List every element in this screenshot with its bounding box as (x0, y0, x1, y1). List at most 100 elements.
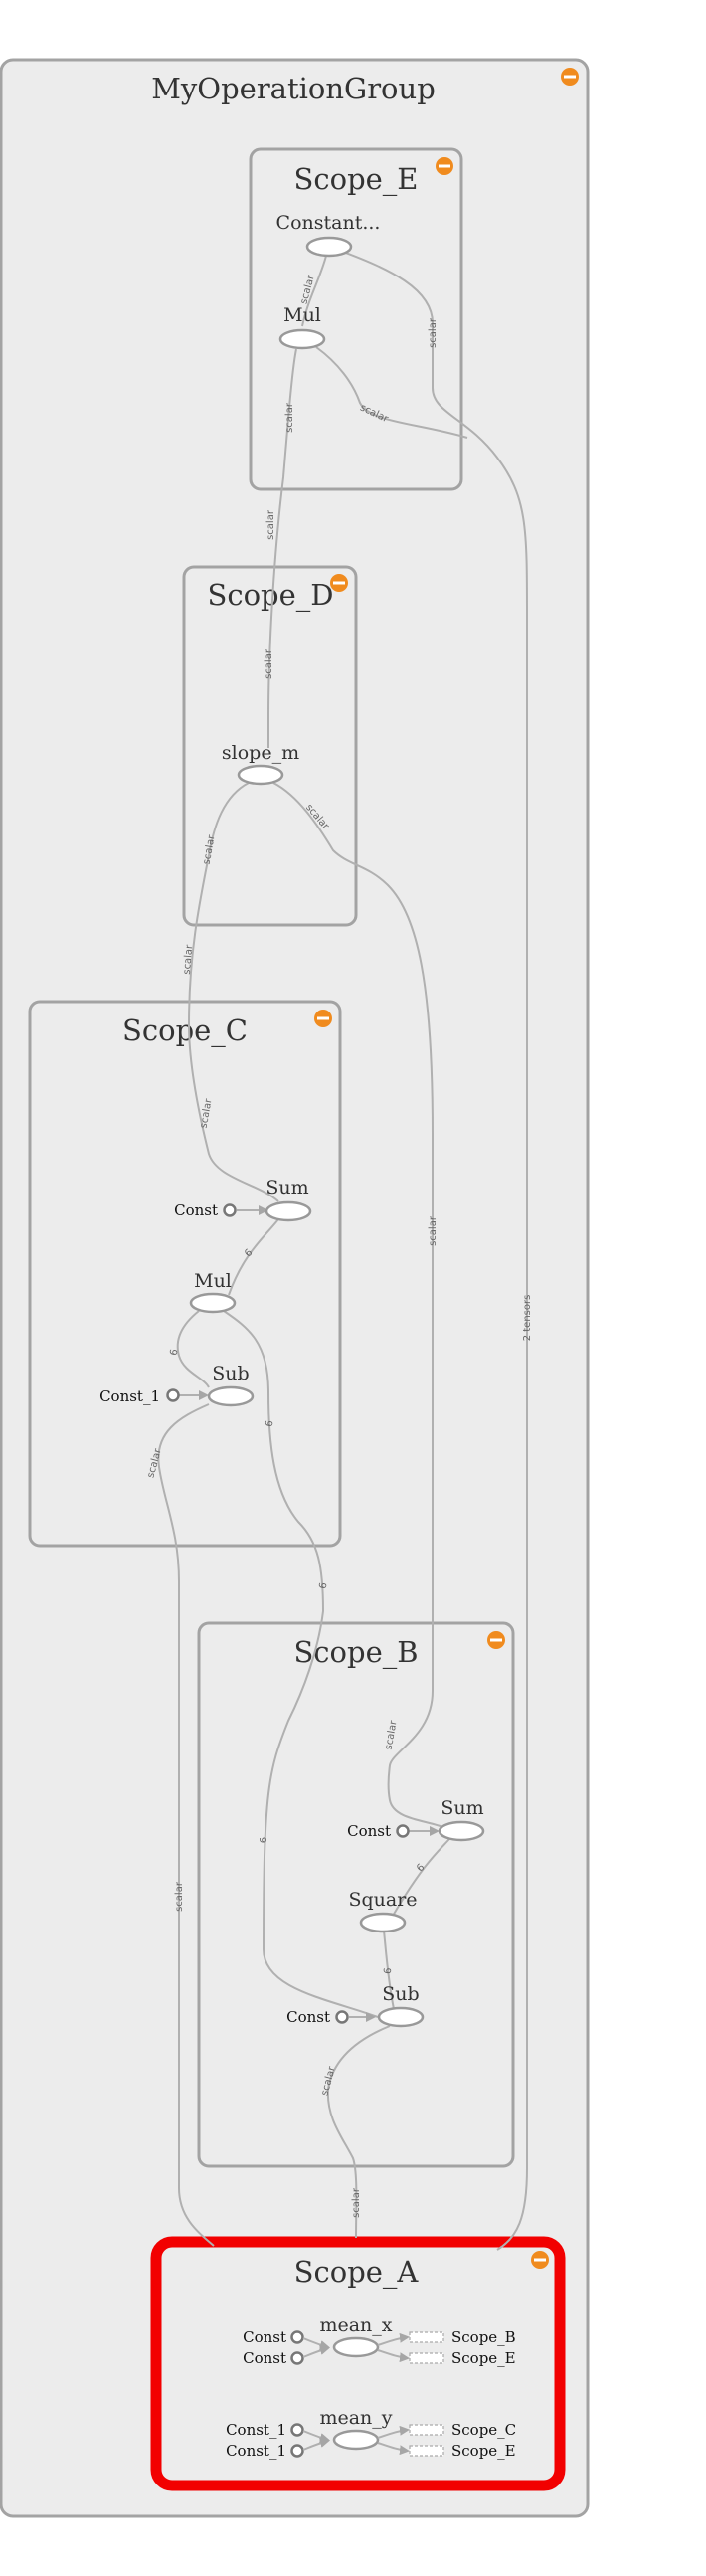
node-d-slope-label: slope_m (222, 742, 299, 764)
node-b-const-sum[interactable] (396, 1824, 410, 1838)
edge-label-two-tensors: 2 tensors (522, 1295, 533, 1342)
edge-a-y-out-1 (377, 2425, 410, 2439)
edge-a-x-in-2 (302, 2345, 330, 2358)
edge-b-sum-square (392, 1838, 450, 1917)
scope-e-collapse-icon[interactable] (436, 157, 453, 175)
edge-label-b-square-sub: 6 (383, 1967, 395, 1974)
scope-c-title: Scope_C (122, 1013, 248, 1048)
edge-label-d-b-2: scalar (428, 1215, 439, 1246)
node-a-const-x2[interactable] (290, 2351, 304, 2365)
node-a-ref-e2[interactable] (409, 2445, 444, 2457)
node-b-sum-label: Sum (441, 1797, 483, 1819)
node-b-sub-label: Sub (382, 1983, 419, 2005)
node-a-ref-c[interactable] (409, 2424, 444, 2436)
edge-c-mul-sub (176, 1310, 210, 1388)
edge-label-c-b-3: 6 (259, 1837, 269, 1843)
node-b-const-sub[interactable] (335, 2010, 349, 2024)
node-b-const-sub-label: Const (286, 2008, 330, 2026)
node-e-constant[interactable] (305, 236, 353, 258)
edge-label-c-b-1: 6 (265, 1419, 276, 1427)
node-b-sub[interactable] (377, 2006, 425, 2028)
node-c-const1[interactable] (166, 1388, 180, 1402)
node-b-square[interactable] (359, 1912, 407, 1933)
edge-label-c-mul-sub: 6 (169, 1348, 181, 1356)
node-a-mean-x[interactable] (332, 2336, 380, 2358)
edge-label-e-const-right: scalar (428, 317, 439, 348)
node-a-const-y1-label: Const_1 (226, 2421, 286, 2439)
edge-label-b-a-2: scalar (351, 2187, 362, 2218)
node-c-const-label: Const (174, 1201, 218, 1219)
node-a-ref-b[interactable] (409, 2331, 444, 2343)
node-c-sub[interactable] (207, 1385, 255, 1407)
node-a-const-x1[interactable] (290, 2330, 304, 2344)
node-c-sum-label: Sum (265, 1177, 308, 1198)
scope-c-collapse-icon[interactable] (314, 1010, 332, 1027)
node-c-const[interactable] (223, 1203, 237, 1217)
edge-e-mul-right (315, 346, 468, 439)
scope-d-collapse-icon[interactable] (330, 574, 348, 592)
node-a-mean-y[interactable] (332, 2429, 380, 2451)
node-a-const-y2[interactable] (290, 2444, 304, 2458)
edge-label-e-mul-d-3: scalar (264, 648, 274, 679)
scope-a-collapse-icon[interactable] (531, 2251, 549, 2269)
node-c-const1-label: Const_1 (99, 1387, 160, 1405)
node-c-sub-label: Sub (212, 1363, 249, 1384)
node-e-mul-label: Mul (283, 304, 321, 326)
edge-a-x-out-1 (377, 2332, 410, 2346)
root-group-title: MyOperationGroup (151, 72, 436, 105)
node-b-sum[interactable] (438, 1820, 485, 1842)
node-d-slope[interactable] (237, 764, 284, 786)
edge-label-d-c-2: scalar (182, 944, 196, 976)
scope-b-collapse-icon[interactable] (487, 1631, 505, 1649)
scope-b-title: Scope_B (293, 1635, 418, 1670)
scope-e-box[interactable] (249, 147, 463, 491)
edge-label-e-mul-d-2: scalar (265, 509, 276, 540)
scope-a-title: Scope_A (294, 2255, 420, 2290)
node-a-mean-x-label: mean_x (319, 2314, 392, 2336)
node-e-mul[interactable] (278, 328, 326, 350)
edge-d-slope-b-sum (272, 782, 446, 1829)
node-a-ref-e1[interactable] (409, 2352, 444, 2364)
edge-label-d-c-1: scalar (202, 833, 218, 865)
node-b-const-sum-label: Const (347, 1822, 391, 1840)
edge-c-sum-mul (228, 1218, 279, 1296)
node-a-const-x1-label: Const (243, 2328, 286, 2346)
edge-label-d-b-3: scalar (384, 1719, 400, 1750)
node-a-ref-e1-label: Scope_E (451, 2349, 516, 2367)
node-a-const-x2-label: Const (243, 2349, 286, 2367)
node-b-square-label: Square (348, 1889, 417, 1911)
edge-label-c-a-2: scalar (174, 1881, 185, 1912)
edge-a-y-out-2 (377, 2442, 410, 2456)
edge-label-c-b-2: 6 (318, 1581, 330, 1589)
scope-c-box[interactable] (28, 1000, 342, 1548)
node-c-sum[interactable] (265, 1200, 312, 1222)
edge-label-d-c-3: scalar (199, 1097, 215, 1129)
scope-a-box[interactable] (150, 2236, 566, 2491)
scope-d-title: Scope_D (207, 578, 333, 613)
edge-c-sub-a (157, 1403, 215, 2247)
root-collapse-icon[interactable] (561, 68, 579, 86)
node-c-mul[interactable] (189, 1292, 237, 1314)
scope-d-box[interactable] (182, 565, 358, 927)
scope-b-box[interactable] (197, 1621, 515, 2168)
node-e-constant-label: Constant... (276, 212, 381, 234)
edge-e-mul-d (267, 348, 297, 748)
scope-e-title: Scope_E (294, 162, 419, 197)
edge-e-const-right (342, 251, 528, 2251)
node-a-ref-c-label: Scope_C (451, 2421, 516, 2439)
edge-b-square-sub (383, 1930, 395, 2010)
edge-c-mul-b-sub (223, 1310, 379, 2018)
node-a-mean-y-label: mean_y (319, 2407, 392, 2429)
edge-a-y-in-2 (302, 2438, 330, 2451)
node-c-mul-label: Mul (194, 1270, 232, 1292)
node-a-ref-e2-label: Scope_E (451, 2442, 516, 2460)
node-a-const-y2-label: Const_1 (226, 2442, 286, 2460)
edge-label-e-mul-d-1: scalar (284, 402, 295, 433)
node-a-ref-b-label: Scope_B (451, 2328, 516, 2346)
edge-b-sub-a (326, 2025, 391, 2239)
edge-a-x-out-2 (377, 2349, 410, 2363)
node-a-const-y1[interactable] (290, 2423, 304, 2437)
edge-d-slope-c-sum (187, 782, 279, 1202)
edge-e-const-mul (301, 255, 327, 327)
